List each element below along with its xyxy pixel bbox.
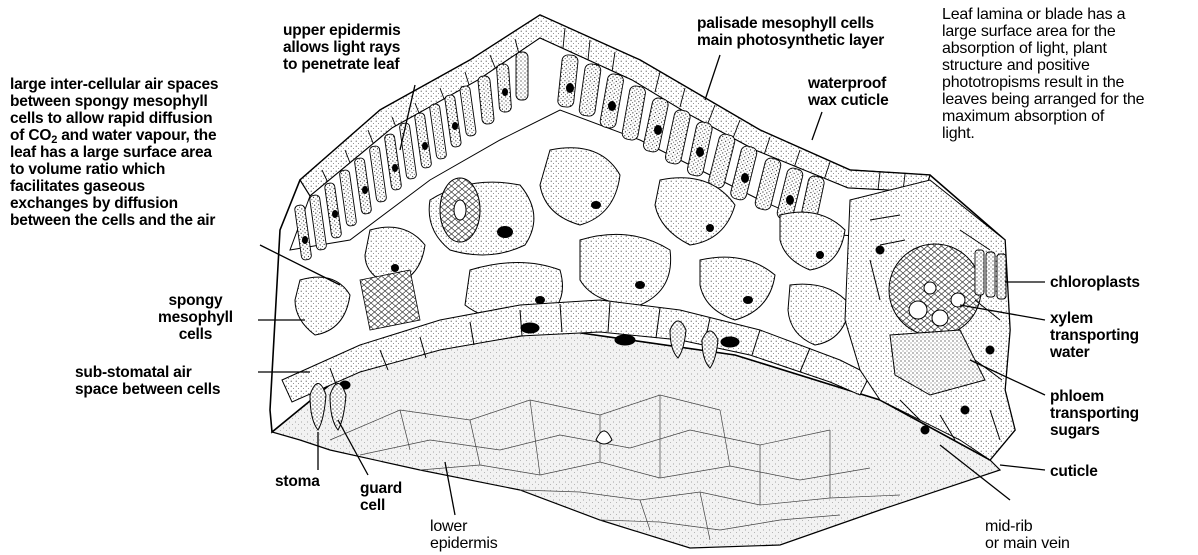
label-phloem: phloem transporting sugars (1050, 388, 1139, 439)
label-midrib: mid-rib or main vein (985, 518, 1070, 552)
label-substomatal: sub-stomatal air space between cells (75, 364, 220, 398)
label-guard-cell: guard cell (360, 480, 402, 514)
label-stoma: stoma (275, 473, 320, 490)
label-lower-epidermis: lower epidermis (430, 518, 498, 552)
right-face-palisade (975, 250, 1006, 299)
leader-cuticle (1000, 465, 1045, 470)
xylem-mesh-patch (360, 270, 420, 330)
label-cuticle: cuticle (1050, 463, 1098, 480)
label-air-spaces: large inter-cellular air spaces between … (10, 76, 218, 229)
label-wax-cuticle: waterproof wax cuticle (808, 75, 889, 109)
label-leaf-lamina: Leaf lamina or blade has a large surface… (942, 6, 1144, 142)
label-chloroplasts: chloroplasts (1050, 274, 1140, 291)
label-palisade-mesophyll: palisade mesophyll cells main photosynth… (697, 15, 884, 49)
label-upper-epidermis: upper epidermis allows light rays to pen… (283, 22, 401, 73)
leader-palisade (705, 55, 720, 100)
leader-wax-cuticle (812, 112, 822, 140)
label-spongy-mesophyll: spongy mesophyll cells (158, 292, 233, 343)
label-xylem: xylem transporting water (1050, 310, 1139, 361)
